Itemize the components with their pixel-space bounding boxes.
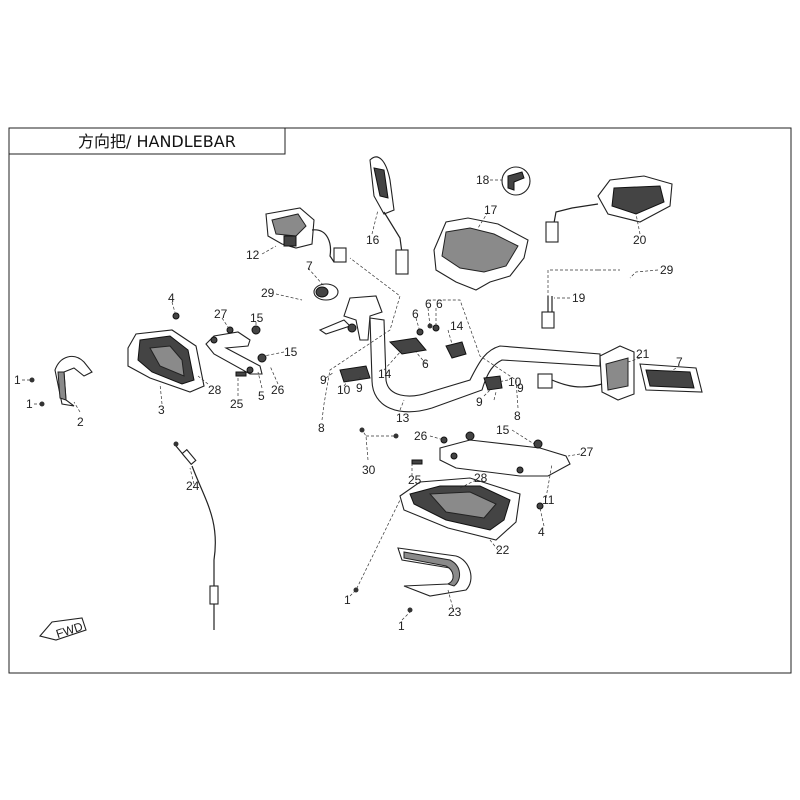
throttle-grip-part <box>313 283 339 301</box>
bolt-icon <box>440 436 448 444</box>
callout-number: 16 <box>366 233 380 247</box>
callout-number: 10 <box>337 383 351 397</box>
callout-number: 7 <box>676 355 683 369</box>
nut-icon <box>465 431 475 441</box>
bolt-icon <box>235 371 247 377</box>
callout-number: 19 <box>572 291 586 305</box>
screw-icon <box>172 312 180 320</box>
left-mirror-part <box>369 156 409 275</box>
callout-number: 28 <box>474 471 488 485</box>
callout-number: 25 <box>230 397 244 411</box>
screw-icon <box>407 607 413 613</box>
callout-number: 9 <box>356 381 363 395</box>
callout-number: 4 <box>168 291 175 305</box>
callout-number: 11 <box>542 493 555 507</box>
callout-number: 8 <box>318 421 325 435</box>
callout-number: 6 <box>422 357 429 371</box>
callout-number: 2 <box>77 415 84 429</box>
forward-direction-icon: FWD <box>39 617 87 641</box>
callout-number: 14 <box>450 319 464 333</box>
callout-number: 28 <box>208 383 222 397</box>
callout-number: 25 <box>408 473 422 487</box>
brake-lever-part <box>318 295 383 341</box>
callout-number: 29 <box>261 286 275 300</box>
callout-number: 26 <box>414 429 428 443</box>
callout-number: 29 <box>660 263 674 277</box>
title-box <box>8 127 286 155</box>
right-grip-part <box>639 363 703 393</box>
handlebar-cover-part <box>433 217 529 291</box>
callout-number: 1 <box>398 619 405 633</box>
screw-icon <box>29 377 35 383</box>
callout-number: 9 <box>517 381 524 395</box>
callout-number: 18 <box>476 173 490 187</box>
nut-icon <box>257 353 267 363</box>
callout-number: 15 <box>284 345 298 359</box>
right-mirror-part <box>545 175 673 243</box>
callout-number: 23 <box>448 605 462 619</box>
callout-number: 3 <box>158 403 165 417</box>
callout-number: 30 <box>362 463 376 477</box>
handlebar-tube-part <box>369 317 601 413</box>
callout-number: 20 <box>633 233 647 247</box>
left-handguard-body-part <box>127 329 205 393</box>
callout-number: 26 <box>271 383 285 397</box>
bolt-icon <box>411 459 423 465</box>
left-handguard-cover-part <box>54 355 93 407</box>
leader-lines <box>22 179 677 621</box>
callout-number: 15 <box>250 311 264 325</box>
switch-part <box>541 296 555 329</box>
right-handguard-body-part <box>399 477 521 541</box>
callout-number: 27 <box>214 307 228 321</box>
callout-number: 21 <box>636 347 650 361</box>
right-switch-housing-part <box>537 345 635 401</box>
callout-number: 9 <box>320 373 327 387</box>
callout-number: 5 <box>258 389 265 403</box>
callout-number: 10 <box>508 375 522 389</box>
callout-number: 13 <box>396 411 410 425</box>
callout-number: 1 <box>26 397 33 411</box>
cap-part <box>501 166 531 196</box>
right-handguard-cover-part <box>397 547 472 597</box>
callout-number: 9 <box>476 395 483 409</box>
callout-number: 1 <box>14 373 21 387</box>
bolt-icon <box>226 326 234 334</box>
callout-number: 14 <box>378 367 392 381</box>
callout-number: 8 <box>514 409 521 423</box>
callout-number: 15 <box>496 423 510 437</box>
callout-number: 17 <box>484 203 498 217</box>
callout-number: 27 <box>580 445 594 459</box>
cable-part <box>173 441 219 630</box>
left-handguard-bracket-part <box>205 331 263 375</box>
callouts: 1 1 2 3 4 27 15 15 28 25 5 26 12 7 29 16… <box>14 173 683 633</box>
callout-number: 7 <box>306 259 313 273</box>
callout-number: 24 <box>186 479 200 493</box>
diagram-border <box>8 127 792 674</box>
brake-master-cylinder-part <box>265 207 347 263</box>
callout-number: 22 <box>496 543 510 557</box>
clip-icon <box>393 433 399 439</box>
nut-icon <box>533 439 543 449</box>
callout-number: 12 <box>246 248 260 262</box>
callout-number: 4 <box>538 525 545 539</box>
callout-number: 1 <box>344 593 351 607</box>
callout-number: 6 <box>436 297 443 311</box>
callout-number: 6 <box>425 297 432 311</box>
callout-number: 6 <box>412 307 419 321</box>
diagram-title: 方向把/ HANDLEBAR <box>78 132 236 151</box>
handlebar-clamp-part <box>339 323 503 391</box>
right-handguard-bracket-part <box>439 439 571 477</box>
